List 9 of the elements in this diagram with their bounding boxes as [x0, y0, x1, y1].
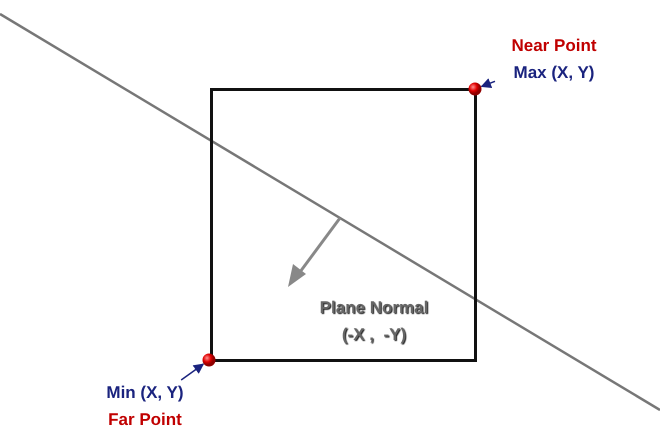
point-label: Min (X, Y) [105, 383, 185, 403]
point-label: Max (X, Y) [512, 63, 596, 83]
normal-label: (-X , -Y) [340, 325, 408, 345]
point-label: Far Point [107, 410, 183, 430]
leader-line [480, 78, 496, 88]
leader-line [180, 363, 204, 381]
normal-label: Plane Normal [318, 298, 430, 318]
bounding-square [210, 88, 477, 362]
point-label: Near Point [510, 36, 598, 56]
